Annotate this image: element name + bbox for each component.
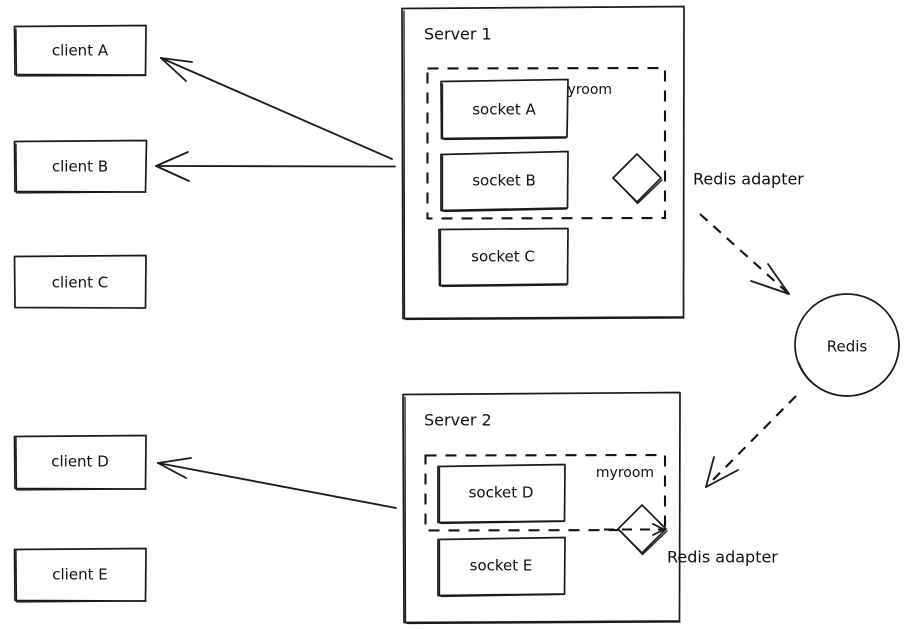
redis-node[interactable]: Redis: [794, 293, 900, 397]
socket-a-label: socket A: [472, 101, 536, 119]
socket-c-label: socket C: [471, 248, 535, 266]
socket-b-label: socket B: [472, 172, 536, 190]
socket-b-node[interactable]: socket B: [440, 150, 569, 213]
server-2-label: Server 2: [424, 411, 492, 430]
arrow-server1-to-client-a: [160, 57, 393, 160]
client-e-label: client E: [52, 566, 107, 584]
client-d-node[interactable]: client D: [13, 434, 147, 491]
socket-e-label: socket E: [470, 557, 533, 575]
socket-d-node[interactable]: socket D: [437, 463, 566, 525]
client-a-label: client A: [52, 42, 109, 60]
arrow-server1-to-client-b: [155, 151, 396, 182]
client-c-node[interactable]: client C: [13, 254, 147, 309]
client-c-label: client C: [52, 274, 108, 292]
arrow-redis-to-server2: [705, 395, 797, 488]
server-1-node[interactable]: Server 1 myroom socket A socket B: [401, 5, 685, 321]
socket-a-node[interactable]: socket A: [440, 78, 569, 141]
client-a-node[interactable]: client A: [13, 24, 147, 77]
redis-adapter-label-bottom: Redis adapter: [667, 548, 778, 567]
socket-e-node[interactable]: socket E: [437, 536, 566, 598]
redis-adapter-label-top: Redis adapter: [693, 170, 804, 189]
adapter-diamond-1-icon[interactable]: [612, 153, 663, 205]
arrow-server1-to-redis: [699, 213, 790, 295]
socket-c-node[interactable]: socket C: [438, 227, 569, 288]
server-2-room-myroom: myroom: [424, 453, 667, 532]
client-e-node[interactable]: client E: [13, 547, 147, 603]
server-1-label: Server 1: [424, 25, 492, 44]
arrow-server2-to-client-d: [157, 457, 397, 509]
client-b-label: client B: [52, 158, 108, 176]
socket-d-label: socket D: [469, 484, 534, 502]
server-2-node[interactable]: Server 2 myroom socket D socket E: [402, 391, 681, 625]
client-b-node[interactable]: client B: [13, 139, 148, 194]
redis-label: Redis: [827, 338, 868, 356]
room2-to-adapter-arrowhead: [652, 523, 667, 536]
server-2-room-label: myroom: [596, 465, 654, 481]
client-d-label: client D: [51, 453, 109, 471]
